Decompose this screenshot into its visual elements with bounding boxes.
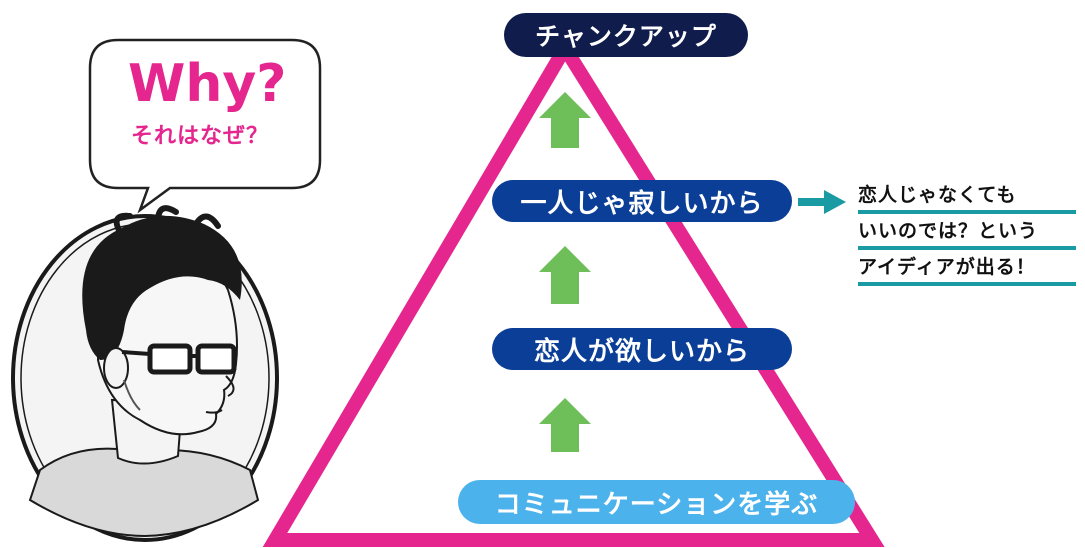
- base-communication-label: コミュニケーションを学ぶ: [458, 480, 855, 524]
- chunk-up-label: チャンクアップ: [504, 13, 748, 57]
- up-arrow-1: [539, 398, 591, 452]
- side-note-line: アイディアが出る！: [858, 254, 1076, 286]
- side-note-line: 恋人じゃなくても: [858, 182, 1076, 214]
- side-note-line: いいのでは？という: [858, 218, 1076, 250]
- pyramid-outline: [262, 34, 885, 547]
- why-title: Why?: [128, 54, 287, 114]
- level-want-lover-label: 恋人が欲しいから: [492, 328, 792, 370]
- speech-bubble: [88, 38, 322, 214]
- up-arrow-3: [539, 92, 591, 148]
- portrait: [11, 205, 279, 542]
- up-arrow-2: [539, 246, 591, 304]
- why-subtitle: それはなぜ？: [130, 124, 269, 149]
- note-arrow: [798, 190, 846, 214]
- level-lonely-label: 一人じゃ寂しいから: [492, 180, 792, 222]
